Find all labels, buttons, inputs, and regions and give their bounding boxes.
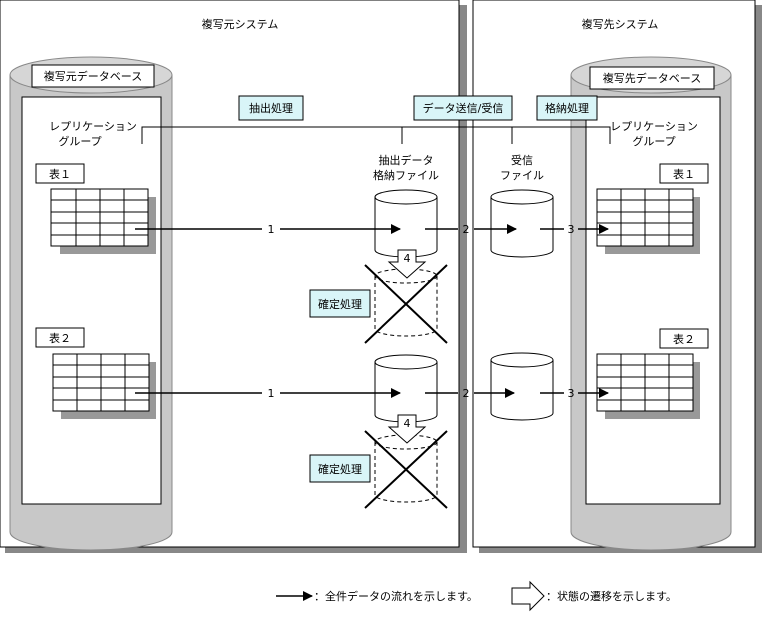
extract-file-label-line2: 格納ファイル bbox=[373, 168, 439, 182]
target-table2-label-box bbox=[659, 328, 709, 349]
receive-file-cylinder-1 bbox=[490, 189, 554, 258]
receive-file-label-line2: ファイル bbox=[500, 169, 544, 182]
target-group-label-line2: グループ bbox=[632, 134, 675, 148]
target-database-label: 複写先データベース bbox=[603, 71, 701, 85]
extract-label-box bbox=[238, 95, 304, 121]
target-table1-grid bbox=[596, 188, 700, 254]
step1-label-row2: 1 bbox=[268, 387, 275, 400]
send-receive-label: データ送信/受信 bbox=[423, 101, 504, 115]
store-label: 格納処理 bbox=[545, 101, 589, 115]
target-database-label-box bbox=[589, 66, 715, 90]
target-table2-grid bbox=[596, 353, 700, 419]
step4-label-row2: 4 bbox=[404, 417, 411, 430]
extract-file-cylinder-1 bbox=[374, 189, 438, 258]
source-group-label-line1: レプリケーション bbox=[49, 120, 137, 133]
store-label-box bbox=[536, 95, 598, 121]
extract-label: 抽出処理 bbox=[249, 101, 293, 115]
target-table2-label: 表２ bbox=[673, 332, 695, 346]
source-table2-grid bbox=[52, 353, 156, 419]
target-table1-label-box bbox=[659, 163, 709, 184]
source-database-label: 複写元データベース bbox=[44, 69, 142, 83]
step3-label-row1: 3 bbox=[568, 223, 575, 236]
extract-file-cylinder-2 bbox=[374, 354, 438, 423]
step1-label-row1: 1 bbox=[268, 223, 275, 236]
source-group-label-line2: グループ bbox=[58, 134, 101, 148]
transition-arrow-2 bbox=[387, 414, 427, 444]
receive-file-label-line1: 受信 bbox=[511, 154, 533, 167]
legend-transition-text: ：状態の遷移を示します。 bbox=[546, 589, 677, 603]
target-system-title: 複写先システム bbox=[582, 17, 659, 31]
source-system-title: 複写元システム bbox=[202, 17, 279, 31]
legend-transition-arrow bbox=[511, 580, 545, 612]
source-table2-label: 表２ bbox=[49, 331, 71, 345]
step2-label-row1: 2 bbox=[463, 223, 470, 236]
step3-label-row2: 3 bbox=[568, 387, 575, 400]
receive-file-cylinder-2 bbox=[490, 352, 554, 421]
confirm-label-2: 確定処理 bbox=[318, 462, 362, 476]
legend-flow-text: ：全件データの流れを示します。 bbox=[314, 589, 478, 603]
source-database-label-box bbox=[31, 64, 155, 88]
extract-file-label-line1: 抽出データ bbox=[379, 153, 434, 167]
source-table1-grid bbox=[50, 188, 156, 254]
confirm-label-1: 確定処理 bbox=[318, 297, 362, 311]
step4-label-row1: 4 bbox=[404, 252, 411, 265]
step2-label-row2: 2 bbox=[463, 387, 470, 400]
transition-arrow-1 bbox=[387, 249, 427, 279]
confirm-label-box-2 bbox=[309, 454, 371, 483]
send-receive-label-box bbox=[413, 95, 513, 121]
target-group-label-line1: レプリケーション bbox=[610, 120, 698, 133]
store-bracket bbox=[511, 126, 611, 144]
source-table1-label-box bbox=[35, 163, 85, 184]
source-table1-label: 表１ bbox=[49, 167, 71, 181]
source-table2-label-box bbox=[35, 327, 85, 348]
confirm-label-box-1 bbox=[309, 289, 371, 318]
target-table1-label: 表１ bbox=[673, 167, 695, 181]
